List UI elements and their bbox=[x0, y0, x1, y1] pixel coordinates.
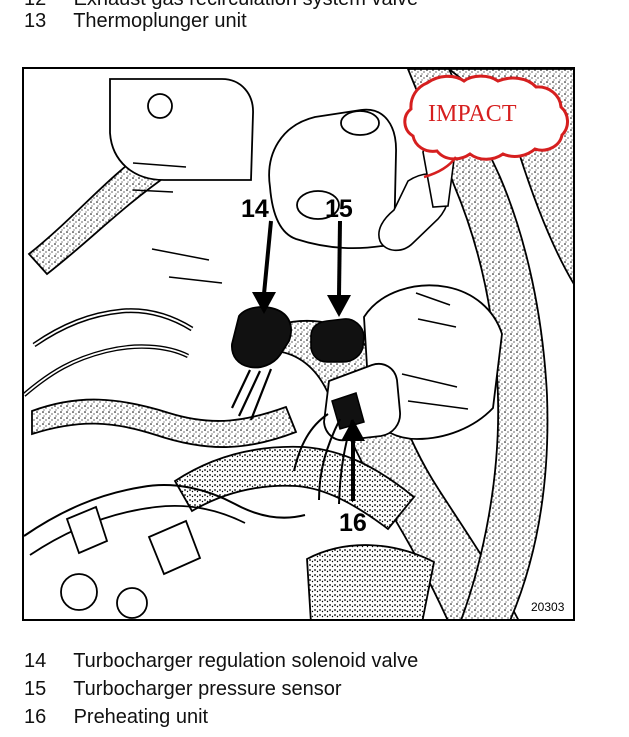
pressure-sensor-arrow bbox=[337, 220, 342, 297]
left-small-pipe-2 bbox=[33, 309, 193, 346]
legend-line-16: 16 Preheating unit bbox=[24, 705, 208, 729]
callout-16: 16 bbox=[339, 509, 367, 537]
upper-left-block bbox=[109, 78, 254, 181]
solenoid-arrow bbox=[262, 220, 273, 295]
header-partial-line: 12 Exhaust gas recirculation system valv… bbox=[24, 0, 418, 11]
legend-14-number: 14 bbox=[24, 650, 47, 672]
impact-annotation: IMPACT bbox=[428, 101, 517, 127]
item-12-number: 12 bbox=[24, 0, 68, 11]
left-wiring-bundle bbox=[24, 484, 306, 537]
callout-14: 14 bbox=[241, 195, 269, 223]
bottom-right-corrugated-pipe bbox=[306, 544, 436, 619]
lower-left-connector bbox=[65, 505, 109, 555]
callout-15: 15 bbox=[325, 195, 353, 223]
item-12-label: Exhaust gas recirculation system valve bbox=[74, 0, 419, 10]
left-small-pipe-3 bbox=[24, 344, 190, 397]
legend-line-14: 14 Turbocharger regulation solenoid valv… bbox=[24, 649, 418, 673]
pressure-sensor-arrow-head bbox=[327, 295, 351, 317]
preheating-unit-arrow-head bbox=[341, 419, 365, 441]
pressure-sensor-body bbox=[310, 318, 365, 363]
solenoid-arrow-head bbox=[252, 292, 276, 314]
impact-cloud bbox=[403, 74, 569, 161]
engine-diagram-frame: 14 15 16 IMPACT 20303 bbox=[22, 67, 575, 621]
bolt-3 bbox=[116, 587, 148, 619]
left-lower-hose bbox=[31, 398, 298, 448]
legend-16-number: 16 bbox=[24, 706, 47, 728]
left-small-pipe-1 bbox=[32, 308, 194, 348]
bolt-2 bbox=[60, 573, 98, 611]
engine-diagram: 14 15 16 IMPACT 20303 bbox=[24, 69, 573, 619]
figure-reference: 20303 bbox=[531, 600, 565, 614]
legend-15-number: 15 bbox=[24, 678, 47, 700]
right-long-hose bbox=[407, 69, 549, 619]
bolt-1 bbox=[147, 93, 173, 119]
impact-cloud-stem bbox=[423, 156, 458, 179]
legend-16-label: Preheating unit bbox=[73, 706, 209, 728]
legend-14-label: Turbocharger regulation solenoid valve bbox=[73, 650, 419, 672]
header-line-13: 13 Thermoplunger unit bbox=[24, 9, 247, 33]
legend-line-15: 15 Turbocharger pressure sensor bbox=[24, 677, 341, 701]
diagram-detail-lines bbox=[132, 162, 469, 410]
small-reservoir-cap bbox=[296, 190, 340, 220]
item-13-label: Thermoplunger unit bbox=[73, 10, 247, 32]
legend-15-label: Turbocharger pressure sensor bbox=[73, 678, 342, 700]
solenoid-valve-body bbox=[231, 306, 292, 369]
item-13-number: 13 bbox=[24, 10, 47, 32]
lower-left-connector-2 bbox=[147, 519, 202, 576]
left-wiring-bundle-2 bbox=[29, 504, 246, 556]
solenoid-valve-leads bbox=[231, 368, 273, 421]
left-small-pipe-4 bbox=[24, 345, 189, 396]
reservoir-cap bbox=[340, 110, 380, 136]
coolant-reservoir bbox=[268, 108, 397, 250]
